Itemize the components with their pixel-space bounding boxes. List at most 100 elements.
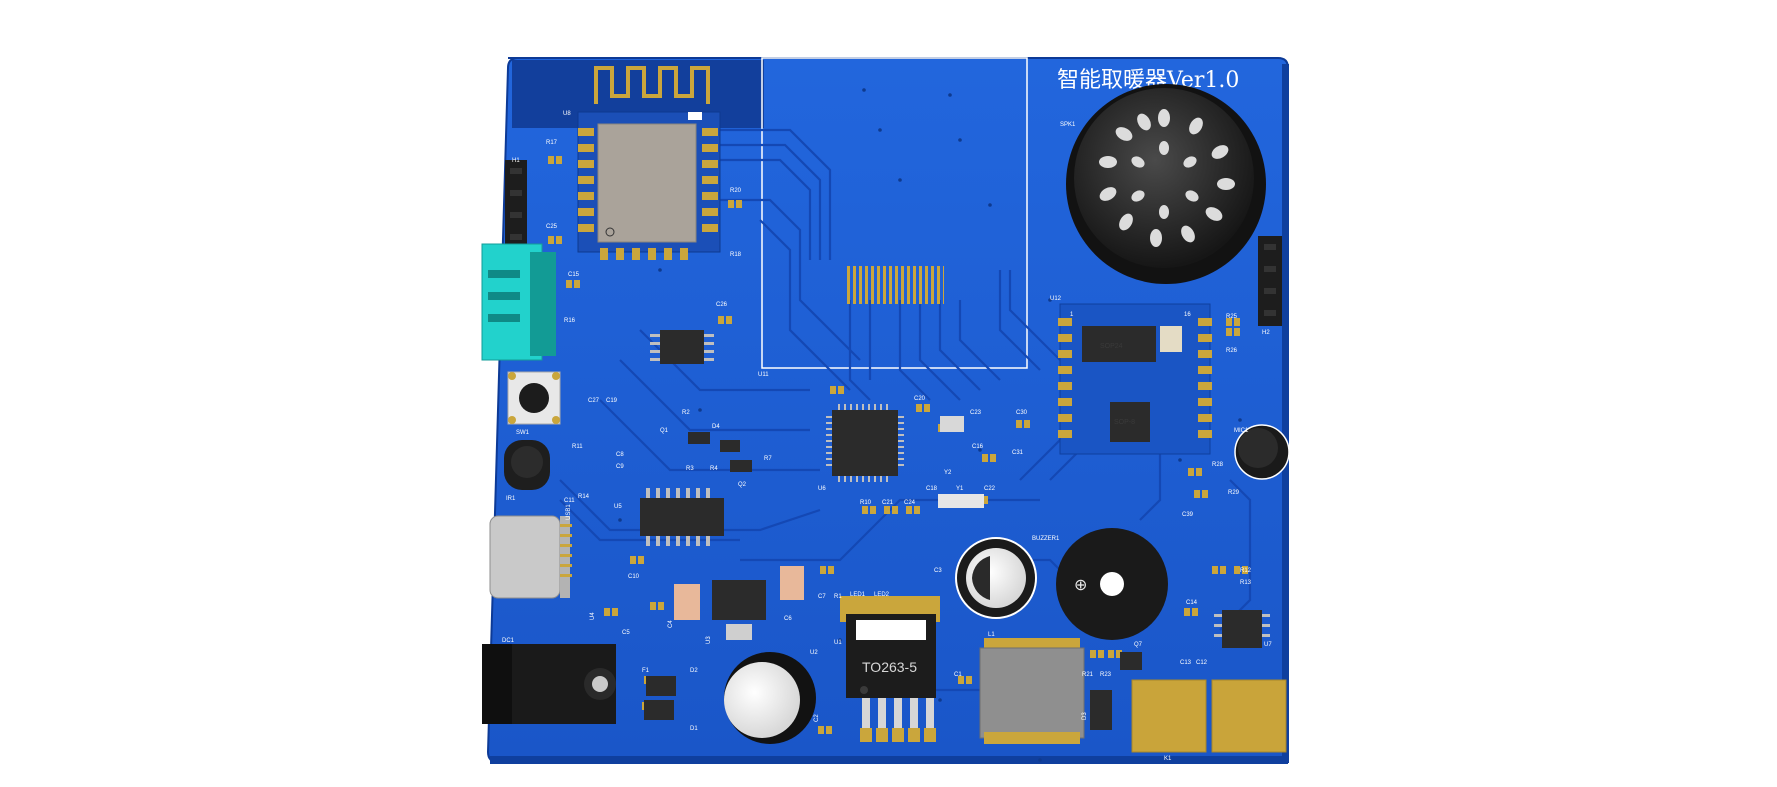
label-k1: K1 [1164, 756, 1172, 762]
label-c1: C1 [954, 672, 962, 678]
label-c6: C6 [784, 616, 792, 622]
label-r12: R12 [1240, 568, 1252, 574]
label-r10: R10 [860, 500, 872, 506]
label-q1: Q1 [660, 428, 669, 434]
label-c26: C26 [716, 302, 728, 308]
voice-module-label: SOP24 [1100, 343, 1123, 350]
label-r1: R1 [834, 594, 842, 600]
label-c20: C20 [914, 396, 926, 402]
label-u8: U8 [563, 111, 571, 117]
label-u12: U12 [1050, 296, 1062, 302]
inductor [979, 638, 1085, 744]
label-y1: Y1 [956, 486, 964, 492]
soic-chip-u7 [1214, 610, 1270, 648]
label-r2: R2 [682, 410, 690, 416]
electrolytic-capacitor [724, 652, 816, 744]
label-q2: Q2 [738, 482, 747, 488]
label-c14: C14 [1186, 600, 1198, 606]
label-c3: C3 [934, 568, 942, 574]
label-c39: C39 [1182, 512, 1194, 518]
label-r23: R23 [1100, 672, 1112, 678]
board-edge-bottom [490, 756, 1288, 764]
label-r14: R14 [578, 494, 590, 500]
label-l1: L1 [988, 632, 995, 638]
voice-module: SOP24 SOP-8 [1058, 303, 1212, 455]
display-outline [761, 57, 1028, 369]
silkscreen-labels: U8 R17 H1 C25 C15 R16 R20 R18 C26 U11 SP… [502, 111, 1272, 762]
label-h2: H2 [1262, 330, 1270, 336]
label-u5: U5 [614, 504, 622, 510]
label-c16: C16 [972, 444, 984, 450]
relay-pads [1131, 679, 1287, 753]
microphone [1234, 424, 1290, 480]
label-u2: U2 [810, 650, 818, 656]
label-r11: R11 [572, 444, 583, 450]
dc-jack [482, 644, 616, 724]
label-r26: R26 [1226, 348, 1238, 354]
label-usb1: USB1 [566, 504, 572, 520]
speaker [1066, 84, 1266, 284]
label-d4: D4 [712, 424, 720, 430]
label-c4: C4 [668, 620, 674, 628]
label-r20: R20 [730, 188, 742, 194]
label-u11: U11 [758, 372, 769, 378]
label-u1: U1 [834, 640, 842, 646]
label-c18: C18 [926, 486, 938, 492]
label-c13: C13 [1180, 660, 1192, 666]
label-u7: U7 [1264, 642, 1272, 648]
pin-header-h1 [505, 160, 527, 244]
label-f1: F1 [642, 668, 650, 674]
tactile-switch [507, 371, 561, 425]
label-r25: R25 [1226, 314, 1238, 320]
label-r3: R3 [686, 466, 694, 472]
label-r21: R21 [1082, 672, 1094, 678]
label-led2: LED2 [874, 592, 890, 598]
label-d1: D1 [690, 726, 698, 732]
label-c5: C5 [622, 630, 630, 636]
label-d3: D3 [1082, 712, 1088, 720]
svg-text:⊕: ⊕ [1074, 577, 1087, 594]
label-spk1: SPK1 [1060, 122, 1076, 128]
label-d2: D2 [690, 668, 698, 674]
label-ir1: IR1 [506, 496, 516, 502]
sot223-u3 [712, 580, 766, 640]
label-q7: Q7 [1134, 642, 1143, 648]
label-pin1: 1 [1070, 312, 1074, 318]
label-r7: R7 [764, 456, 772, 462]
board-edge [1282, 64, 1289, 762]
buzzer: ⊕ [1056, 528, 1168, 640]
voice-module-small-label: SOP-8 [1114, 419, 1135, 426]
label-r17: R17 [546, 140, 558, 146]
label-c11: C11 [564, 498, 575, 504]
label-c23: C23 [970, 410, 982, 416]
wifi-module [577, 62, 721, 260]
usb-c-connector [489, 515, 572, 599]
label-r29: R29 [1228, 490, 1240, 496]
label-u3: U3 [706, 636, 712, 644]
label-c31: C31 [1012, 450, 1024, 456]
label-c10: C10 [628, 574, 640, 580]
label-c30: C30 [1016, 410, 1028, 416]
capacitor-c3 [955, 537, 1037, 619]
cyan-connector [481, 243, 556, 361]
label-pin16: 16 [1184, 312, 1191, 318]
label-mic1: MIC1 [1234, 428, 1249, 434]
label-r4: R4 [710, 466, 718, 472]
label-c12: C12 [1196, 660, 1208, 666]
label-r13: R13 [1240, 580, 1252, 586]
display-fpc-pads [844, 266, 944, 304]
voltage-regulator: TO263-5 [840, 596, 940, 742]
label-c24: C24 [904, 500, 916, 506]
label-u4: U4 [590, 612, 596, 620]
label-c7: C7 [818, 594, 826, 600]
label-r18: R18 [730, 252, 742, 258]
label-c8: C8 [616, 452, 624, 458]
label-dc1: DC1 [502, 638, 515, 644]
pin-header-h2 [1258, 236, 1282, 326]
mcu [826, 404, 904, 482]
label-r16: R16 [564, 318, 576, 324]
label-led1: LED1 [850, 592, 866, 598]
label-u6: U6 [818, 486, 826, 492]
label-r28: R28 [1212, 462, 1224, 468]
